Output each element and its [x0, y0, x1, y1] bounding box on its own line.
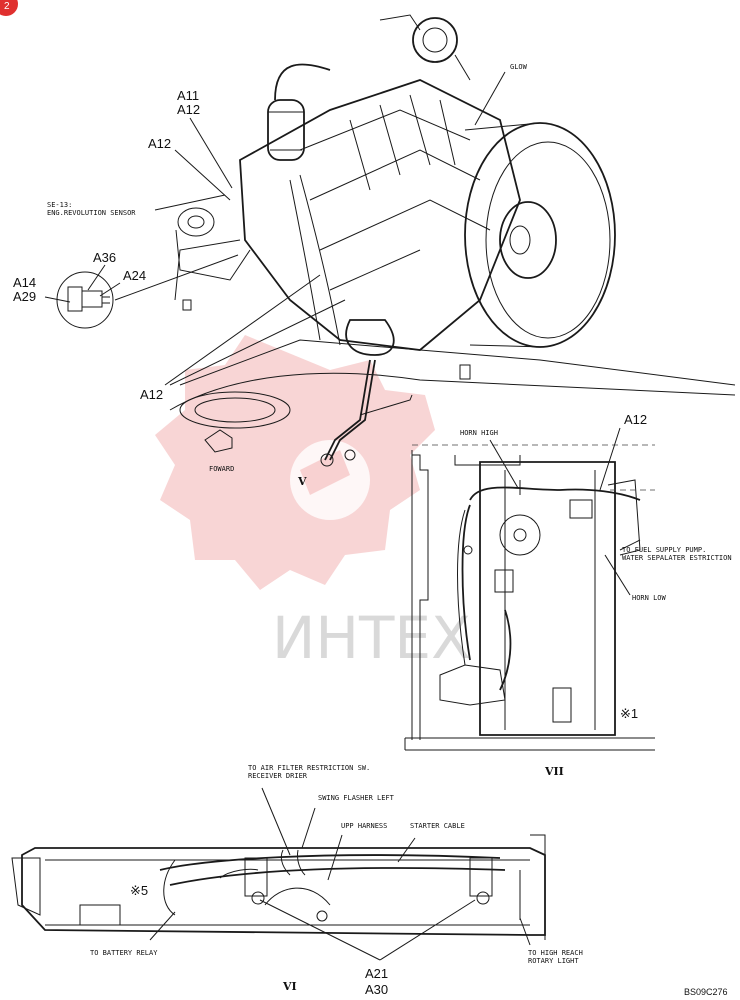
label-a11: A11 [177, 88, 199, 103]
label-high-reach-line2: ROTARY LIGHT [528, 957, 579, 965]
label-se13-line1: SE-13: [47, 201, 72, 209]
label-glow: GLOW [510, 63, 528, 71]
page-number-text: 2 [4, 1, 10, 12]
engine-drawing [169, 14, 736, 467]
label-air-line1: TO AIR FILTER RESTRICTION SW. [248, 764, 370, 772]
label-fuel-line2: WATER SEPALATER ESTRICTION [622, 554, 732, 562]
label-a30: A30 [365, 982, 388, 997]
label-vii-a12: A12 [624, 412, 647, 427]
watermark-logo [155, 335, 435, 590]
label-forward: FOWARD [209, 465, 234, 473]
view-vii-title: VII [544, 765, 564, 778]
label-a12-mid: A12 [148, 136, 171, 151]
label-battery-relay: TO BATTERY RELAY [90, 949, 158, 957]
label-horn-low: HORN LOW [632, 594, 667, 602]
label-upp-harness: UPP HARNESS [341, 822, 387, 830]
label-starter-cable: STARTER CABLE [410, 822, 465, 830]
label-note-1: ※1 [620, 706, 638, 721]
connector-detail [56, 271, 114, 329]
tank-drawing [404, 444, 655, 751]
label-high-reach-line1: TO HIGH REACH [528, 949, 583, 957]
frame-drawing [11, 834, 546, 940]
view-vii-leaders [489, 427, 641, 596]
view-v-leaders [44, 71, 506, 386]
label-a12-bottom: A12 [140, 387, 163, 402]
label-horn-high: HORN HIGH [460, 429, 498, 437]
label-a21: A21 [365, 966, 388, 981]
page-number-badge: 2 [0, 0, 18, 16]
label-se13-line2: ENG.REVOLUTION SENSOR [47, 209, 136, 217]
view-vi-leaders [149, 787, 531, 961]
label-a14: A14 [13, 275, 36, 290]
view-vi-title: VI [282, 980, 297, 993]
label-a29: A29 [13, 289, 36, 304]
figure-code: BS09C276 [684, 987, 728, 997]
label-fuel-line1: TO FUEL SUPPLY PUMP. [622, 546, 706, 554]
view-v-title: V [297, 475, 307, 488]
watermark-text: ИНТЕХ [272, 604, 471, 672]
label-air-line2: RECEIVER DRIER [248, 772, 308, 780]
label-a36: A36 [93, 250, 116, 265]
label-note-5: ※5 [130, 883, 148, 898]
label-swing-flasher: SWING FLASHER LEFT [318, 794, 395, 802]
label-a24: A24 [123, 268, 146, 283]
label-a12-top: A12 [177, 102, 200, 117]
